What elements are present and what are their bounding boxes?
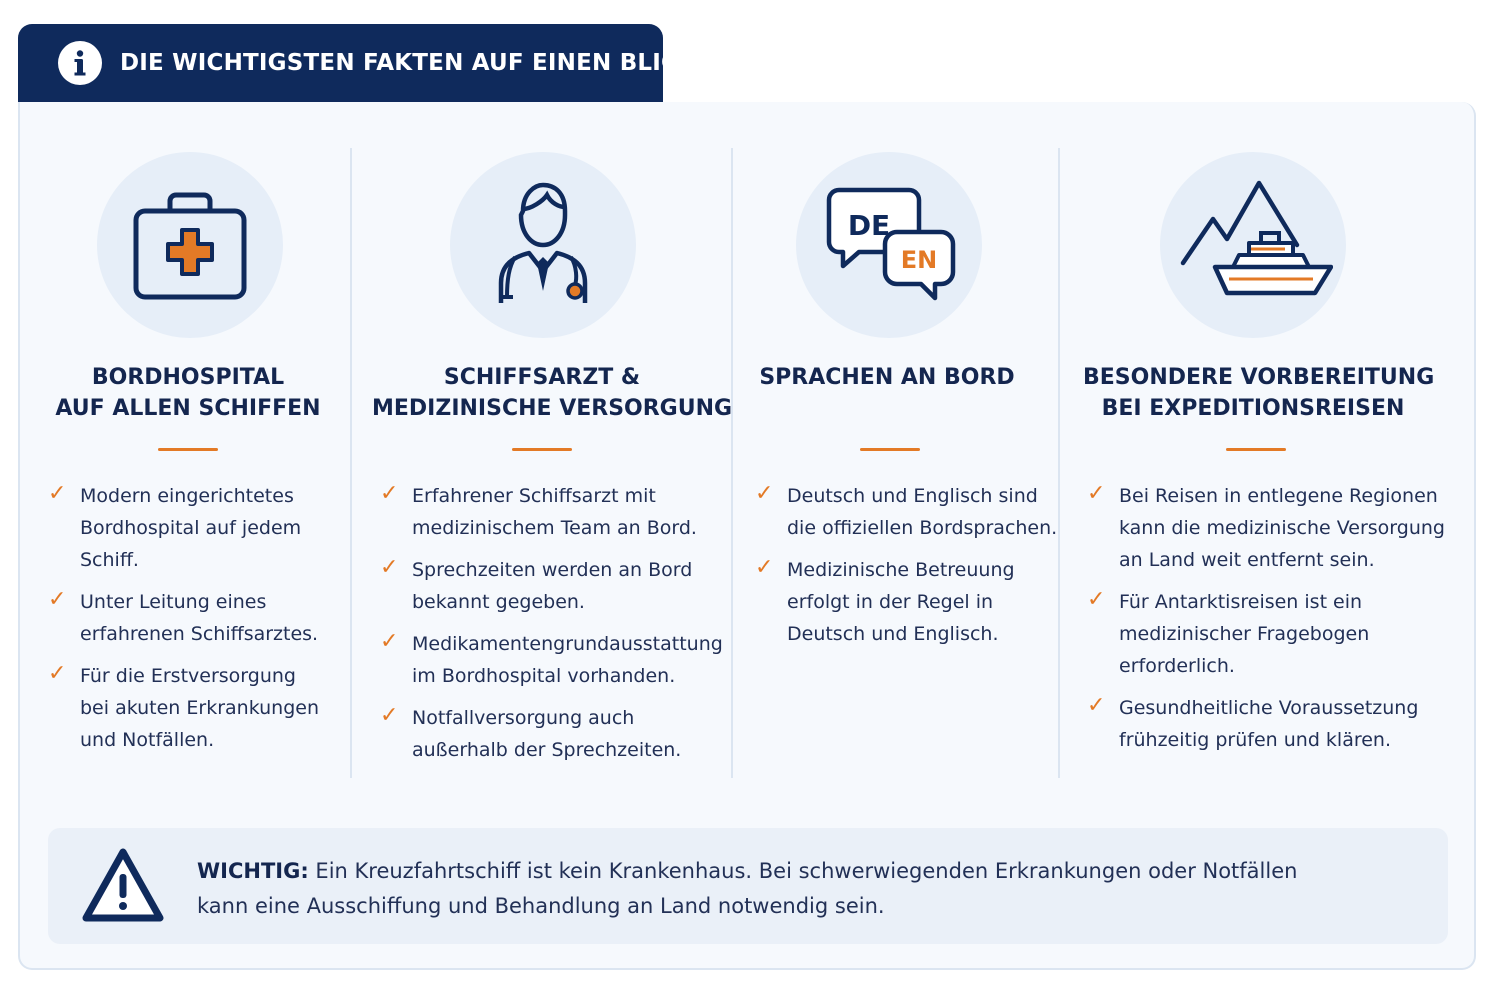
first-aid-kit-icon [97,152,283,338]
column-title: BORDHOSPITAL AUF ALLEN SCHIFFEN [55,365,321,421]
check-icon: ✓ [380,481,399,506]
important-notice [48,828,1448,944]
accent-line [158,448,218,451]
check-icon: ✓ [1087,481,1106,506]
accent-line [1226,448,1286,451]
header-tab: DIE WICHTIGSTEN FAKTEN AUF EINEN BLICK [18,24,696,102]
check-icon: ✓ [380,555,399,580]
check-icon: ✓ [380,629,399,654]
column-title: BESONDERE VORBEREITUNG BEI EXPEDITIONSRE… [1083,365,1435,421]
expedition-ship-icon [1160,152,1346,338]
accent-line [860,448,920,451]
column-divider [731,148,733,778]
check-icon: ✓ [48,481,67,506]
accent-line [512,448,572,451]
language-de-label: DE [848,209,890,242]
check-icon: ✓ [1087,587,1106,612]
check-icon: ✓ [1087,693,1106,718]
doctor-icon [450,152,636,338]
notice-text: WICHTIG: Ein Kreuzfahrtschiff ist kein K… [197,859,1298,918]
column-title: SPRACHEN AN BORD [759,365,1015,390]
language-bubbles-icon: DE EN [796,152,982,338]
check-icon: ✓ [380,703,399,728]
page-title: DIE WICHTIGSTEN FAKTEN AUF EINEN BLICK [120,50,697,76]
notice-label: WICHTIG: [197,859,309,883]
warning-icon [80,846,166,930]
check-icon: ✓ [48,587,67,612]
column-title: SCHIFFSARZT & MEDIZINISCHE VERSORGUNG [372,365,733,421]
check-icon: ✓ [755,555,774,580]
column-divider [350,148,352,778]
info-icon [58,41,102,85]
language-en-label: EN [901,246,937,274]
column-divider [1058,148,1060,778]
check-icon: ✓ [755,481,774,506]
check-icon: ✓ [48,661,67,686]
